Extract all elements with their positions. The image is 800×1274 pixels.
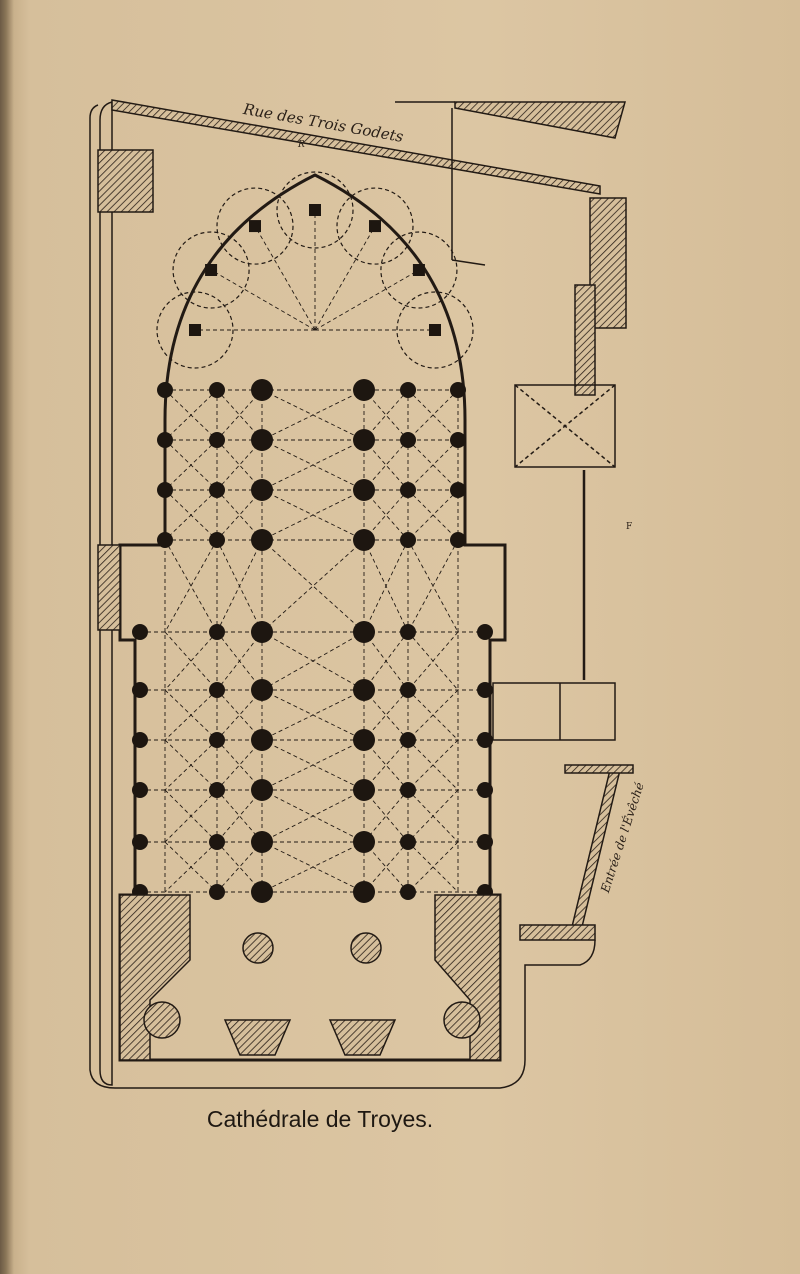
apse-pier <box>429 324 441 336</box>
pier <box>450 382 466 398</box>
pier <box>353 429 375 451</box>
pier <box>251 479 273 501</box>
plan-mark-r: R <box>298 140 305 150</box>
pier <box>251 529 273 551</box>
pier <box>400 732 416 748</box>
pier <box>450 532 466 548</box>
pier <box>209 782 225 798</box>
north-tower <box>119 894 191 1061</box>
apse-pier <box>189 324 201 336</box>
pier <box>251 881 273 903</box>
apse-pier <box>205 264 218 276</box>
pier <box>353 679 375 701</box>
pier <box>209 682 225 698</box>
street-wall <box>111 99 601 195</box>
south-tower <box>434 894 501 1061</box>
apse-pier <box>412 264 425 276</box>
pier <box>251 429 273 451</box>
pier <box>251 779 273 801</box>
apse-chapel <box>156 291 234 369</box>
pier <box>157 382 173 398</box>
pier <box>400 532 416 548</box>
site-boundary <box>99 101 113 1086</box>
pier <box>400 482 416 498</box>
pier <box>400 382 416 398</box>
pier <box>157 482 173 498</box>
pier <box>132 834 148 850</box>
apse-chapel <box>380 231 458 309</box>
pier <box>400 432 416 448</box>
pier <box>209 382 225 398</box>
apse-chapel <box>216 187 294 265</box>
pier <box>132 732 148 748</box>
pier <box>251 621 273 643</box>
pier <box>477 682 493 698</box>
pier <box>251 379 273 401</box>
apse-chapel <box>172 231 250 309</box>
pier <box>209 482 225 498</box>
pier <box>157 432 173 448</box>
pier <box>477 782 493 798</box>
pier <box>251 679 273 701</box>
pier <box>353 621 375 643</box>
pier <box>353 779 375 801</box>
pier <box>353 479 375 501</box>
pier <box>400 624 416 640</box>
plan-mark-f: F <box>626 522 633 532</box>
pier <box>132 782 148 798</box>
pier <box>209 624 225 640</box>
pier <box>450 482 466 498</box>
pier <box>209 432 225 448</box>
pier <box>132 624 148 640</box>
apse-chapel <box>396 291 474 369</box>
piers <box>132 204 493 903</box>
pier <box>251 729 273 751</box>
pier <box>477 732 493 748</box>
pier <box>209 834 225 850</box>
pier <box>353 881 375 903</box>
pier <box>132 682 148 698</box>
pier <box>353 379 375 401</box>
pier <box>209 884 225 900</box>
pier <box>400 884 416 900</box>
apse-pier <box>369 220 381 233</box>
apse-pier <box>249 220 261 233</box>
portal-buttress <box>223 1019 292 1056</box>
cathedral-outline <box>118 173 507 1062</box>
apse-chapel <box>276 171 354 249</box>
pier <box>450 432 466 448</box>
figure-caption: Cathédrale de Troyes. <box>206 1106 434 1132</box>
pier <box>400 834 416 850</box>
pier <box>353 729 375 751</box>
pier <box>209 532 225 548</box>
vault-lines <box>140 171 485 893</box>
apse-chapel <box>336 187 414 265</box>
pier <box>209 732 225 748</box>
apse-pier <box>309 204 321 216</box>
pier <box>477 624 493 640</box>
pier <box>157 532 173 548</box>
pier <box>477 834 493 850</box>
pier <box>400 782 416 798</box>
pier <box>353 831 375 853</box>
pier <box>400 682 416 698</box>
pier <box>251 831 273 853</box>
pier <box>353 529 375 551</box>
